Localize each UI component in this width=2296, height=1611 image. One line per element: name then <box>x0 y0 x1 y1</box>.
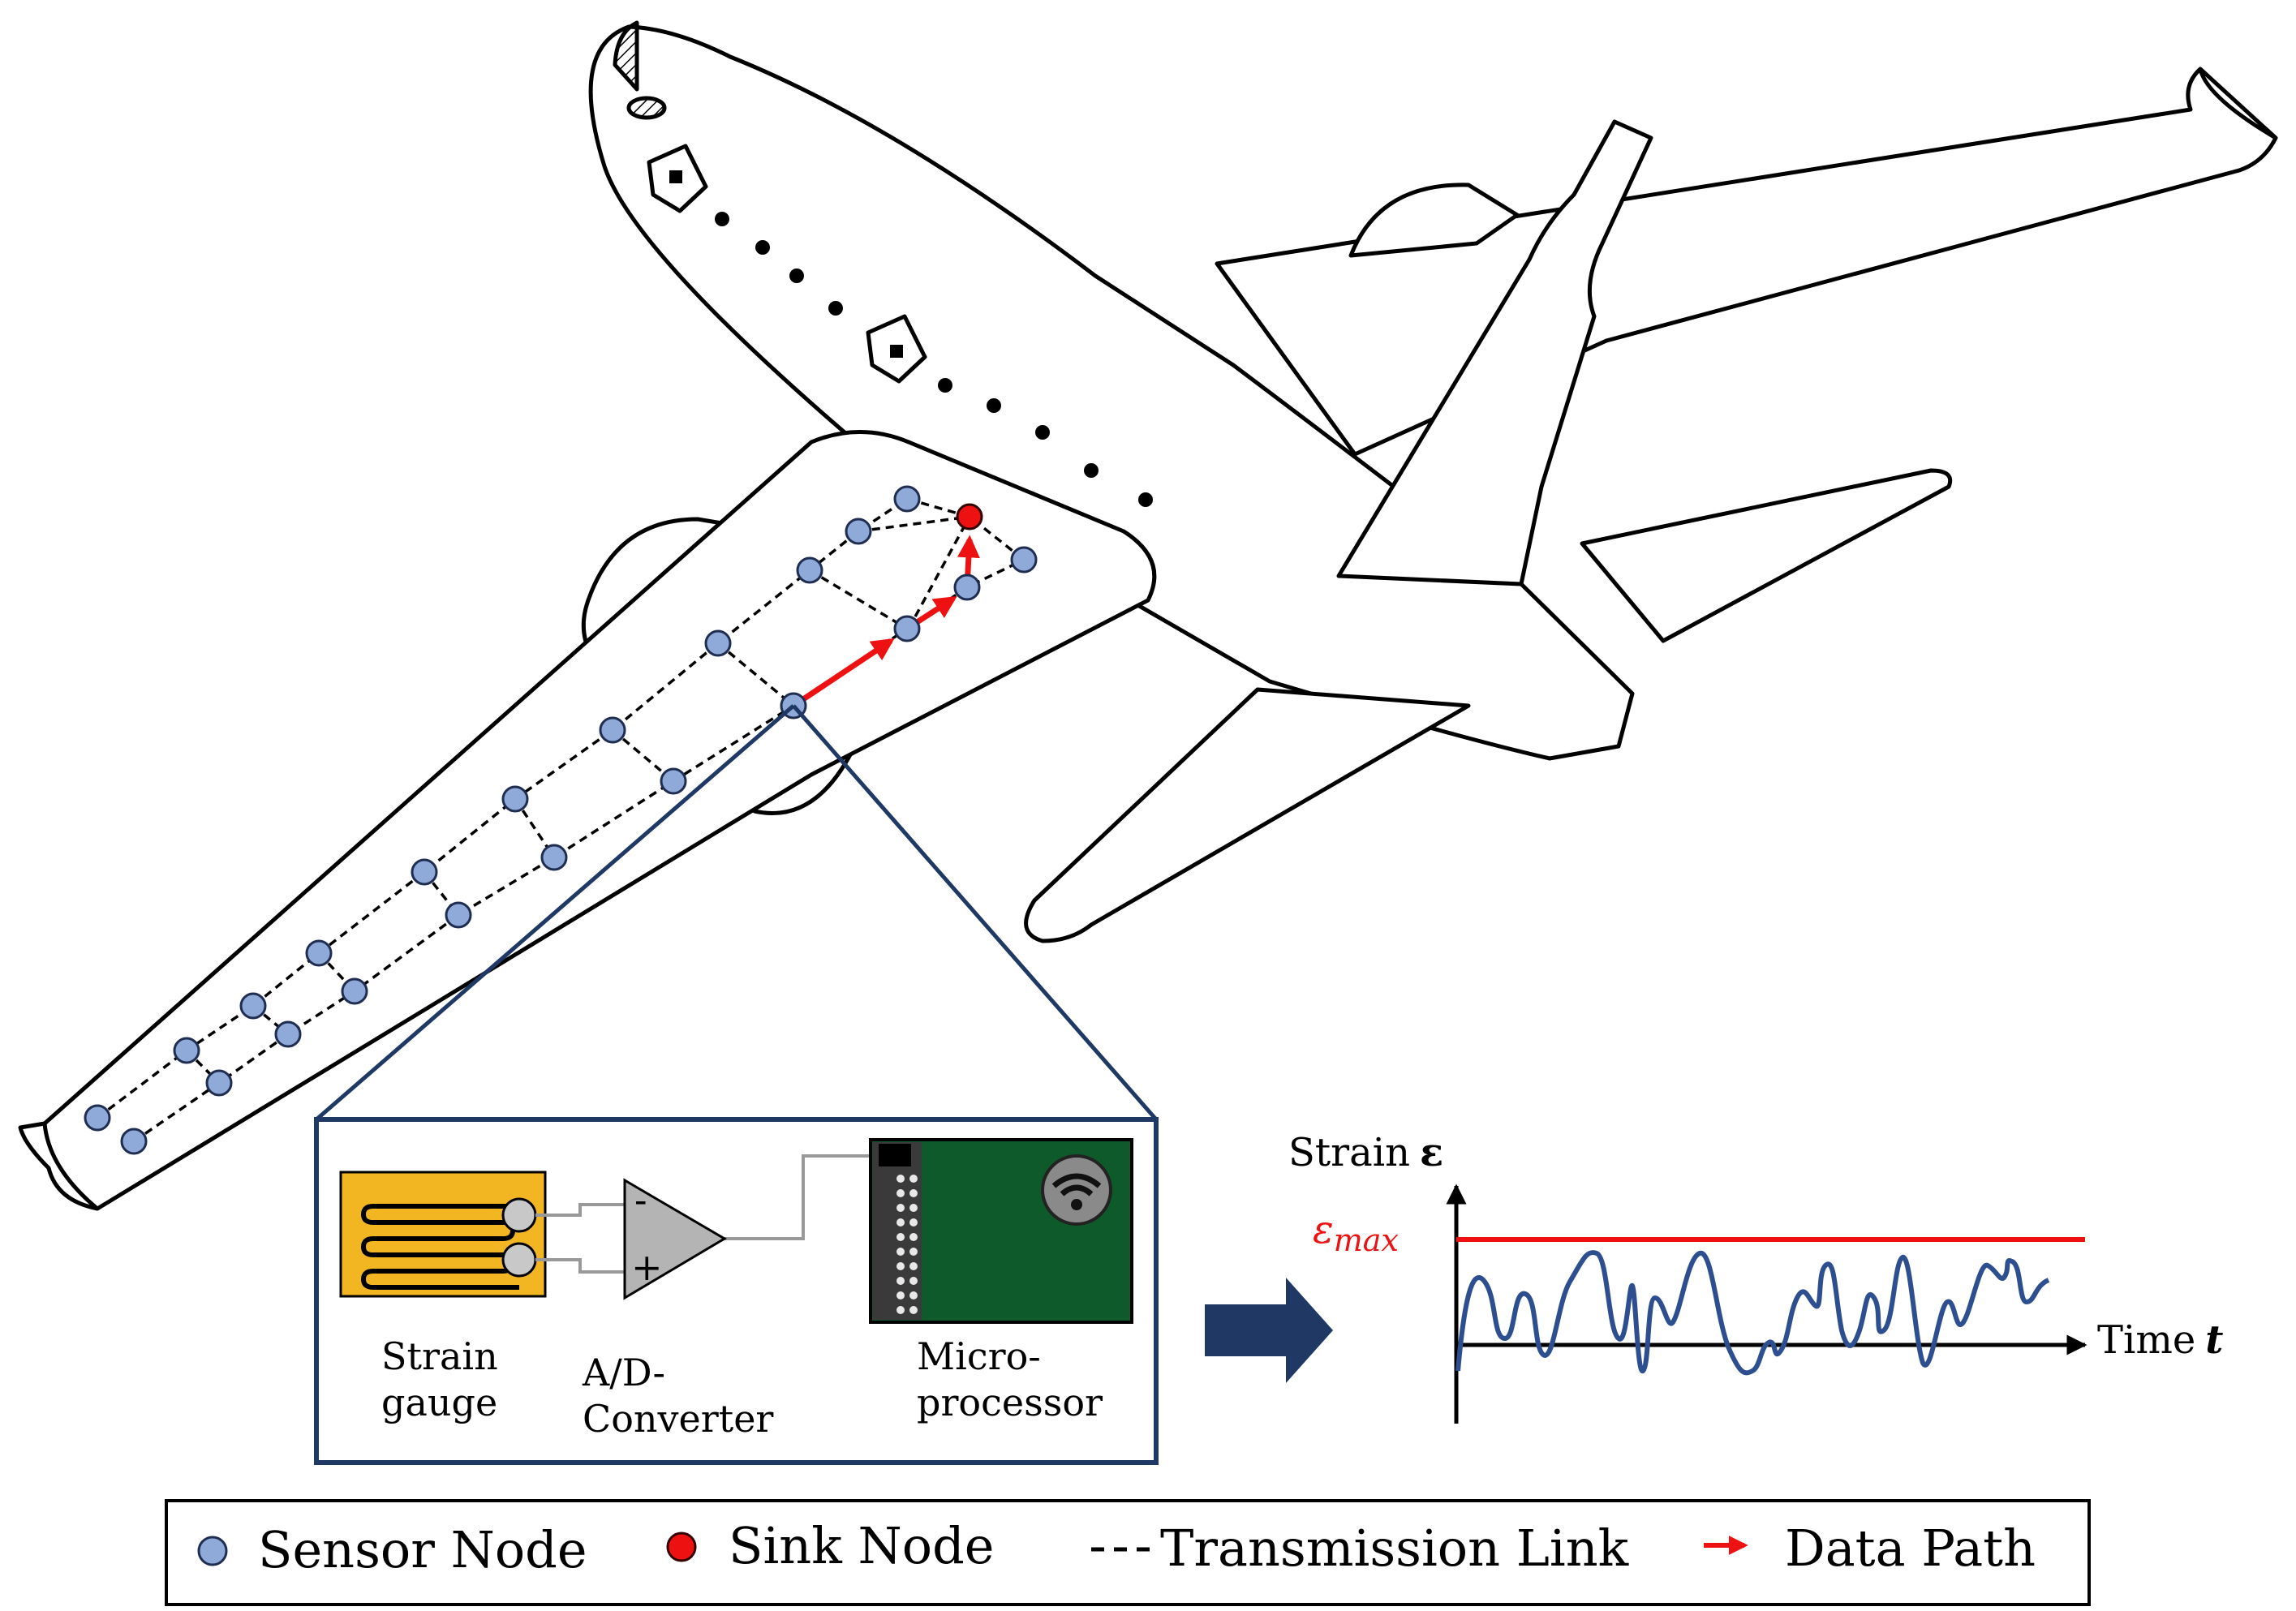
sensor-node <box>893 485 921 513</box>
microprocessor-label-1: Micro- <box>917 1334 1041 1378</box>
sensor-node <box>173 1037 200 1064</box>
component-labels: Strain gauge A/D- Converter Micro- proce… <box>381 1334 1103 1441</box>
y-axis-label: Strain <box>1288 1130 1410 1175</box>
wires <box>535 1154 880 1274</box>
near-wing <box>18 430 1157 1211</box>
microprocessor-label-2: processor <box>917 1381 1103 1424</box>
sensor-node <box>1010 546 1038 574</box>
sensor-node <box>893 615 921 642</box>
far-engine <box>1348 183 1520 258</box>
sensor-node <box>845 518 872 545</box>
far-wing <box>1215 67 2278 457</box>
sensor-node <box>120 1128 148 1155</box>
cockpit-window <box>613 20 639 92</box>
near-stabilizer <box>1024 687 1471 943</box>
sensor-node <box>540 844 568 871</box>
arrow-right-icon <box>1205 1278 1333 1383</box>
sensor-nodes <box>84 485 1038 1155</box>
strain-gauge-label-2: gauge <box>381 1381 497 1424</box>
microprocessor <box>869 1138 1133 1324</box>
strain-gauge <box>339 1171 547 1298</box>
legend: Sensor Node Sink Node Transmission Link … <box>165 1499 2091 1606</box>
converter-label-2: Converter <box>583 1397 773 1441</box>
fuselage-windows <box>715 212 1153 507</box>
sensor-node <box>341 977 368 1005</box>
sensor-node <box>239 992 267 1020</box>
sensor-node <box>411 858 438 886</box>
sensor-node <box>501 785 529 813</box>
sink-node <box>956 503 983 531</box>
sensor-node <box>84 1104 111 1132</box>
ad-converter: - + <box>623 1178 727 1300</box>
x-axis-label: Time <box>2097 1317 2195 1363</box>
sensor-node <box>660 767 687 795</box>
x-axis-symbol: t <box>2205 1317 2223 1363</box>
sensor-node <box>305 939 333 967</box>
strain-gauge-label-1: Strain <box>381 1334 498 1378</box>
airplane-drawing <box>18 20 2278 1211</box>
y-axis-symbol: ε <box>1420 1130 1443 1175</box>
legend-sensor-marker <box>197 1536 228 1566</box>
legend-sensor-label: Sensor Node <box>258 1520 587 1579</box>
sensor-node <box>274 1020 302 1048</box>
svg-text:-: - <box>634 1178 647 1222</box>
cockpit-window <box>626 96 667 120</box>
vertical-tail <box>1336 119 1653 586</box>
sensor-node <box>953 574 981 601</box>
wingtip-line <box>42 1123 99 1210</box>
sensor-node <box>445 901 472 929</box>
sensor-node <box>205 1069 233 1097</box>
legend-sink-marker <box>666 1532 697 1562</box>
svg-text:εmax: εmax <box>1313 1207 1399 1258</box>
sensor-node <box>599 716 626 744</box>
sensor-node <box>704 629 732 657</box>
threshold-label: ε <box>1313 1207 1334 1252</box>
legend-sink-label: Sink Node <box>729 1516 994 1575</box>
strain-signal <box>1455 1250 2050 1376</box>
zoom-lines <box>315 704 1158 1121</box>
legend-link-label: Transmission Link <box>1160 1519 1629 1578</box>
threshold-subscript: max <box>1334 1222 1399 1258</box>
wifi-icon <box>1041 1154 1112 1226</box>
svg-text:+: + <box>631 1245 663 1289</box>
far-stabilizer <box>1580 468 1953 643</box>
legend-path-label: Data Path <box>1785 1519 2036 1578</box>
converter-label-1: A/D- <box>582 1351 665 1394</box>
sensor-node <box>796 556 823 584</box>
